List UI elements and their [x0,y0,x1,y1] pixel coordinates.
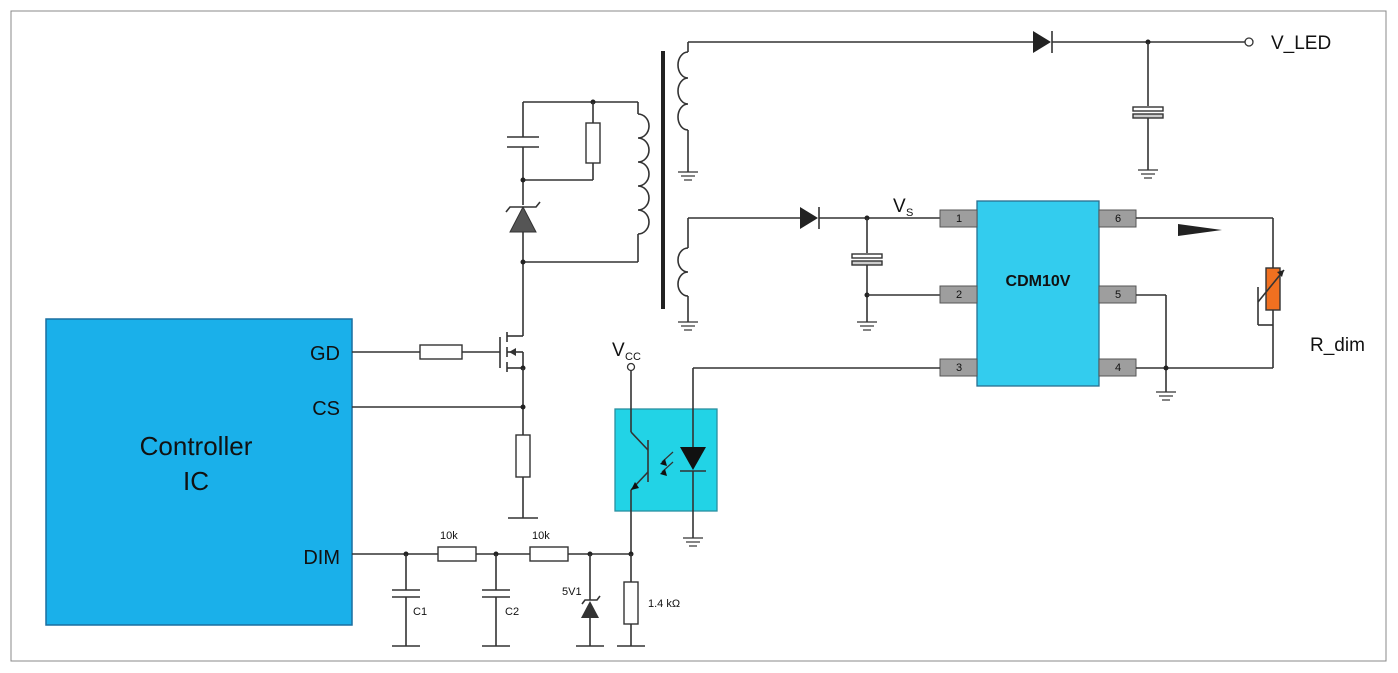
vcc-subscript: CC [625,351,641,363]
controller-title-line1: Controller [140,431,253,461]
zener-label: 5V1 [562,586,582,598]
r-dim-label: R_dim [1310,335,1365,356]
resistor-1k4 [623,581,639,625]
controller-ic: Controller IC GD CS DIM [45,318,353,626]
aux-diode [800,207,818,229]
snubber-resistor [585,122,601,164]
pin-gd-label: GD [310,343,340,365]
dim-filter: 10k 10k C1 C2 5V1 1.4 kΩ [352,530,680,647]
controller-title-line2: IC [183,466,209,496]
cdm-pin-6-number: 6 [1115,213,1121,225]
frame-border [10,10,1387,662]
resistor-10k-a-label: 10k [440,530,458,542]
vs-label: V [893,196,906,217]
vcc-terminal [626,362,636,372]
vs-subscript: S [906,207,913,219]
tvs-diode [509,205,537,233]
pin-dim-label: DIM [303,547,340,569]
vcc-label: V [612,340,625,361]
aux-supply: V S [677,196,940,331]
cdm10v-title: CDM10V [1006,273,1071,290]
cdm-pin-1-number: 1 [956,213,962,225]
resistor-1k4-label: 1.4 kΩ [648,598,680,610]
optocoupler-box [614,408,718,512]
aux-winding [677,247,689,297]
gate-resistor [419,344,463,360]
resistor-10k-b [529,546,569,562]
sense-resistor [515,434,531,478]
cdm-pin-3-number: 3 [956,362,962,374]
opto-led [680,447,706,470]
cdm-pin-1 [939,209,978,228]
vled-label: V_LED [1271,33,1331,54]
optocoupler: V CC [612,340,940,554]
transformer-core [661,51,665,309]
rdim-network: R_dim [1136,217,1365,401]
cdm10v-box [976,200,1100,387]
primary-winding [637,113,650,235]
cdm-pin-5-number: 5 [1115,289,1121,301]
snubber-primary [505,99,650,265]
output-diode [1033,31,1051,53]
cdm-pin-4-number: 4 [1115,362,1121,374]
resistor-10k-b-label: 10k [532,530,550,542]
cdm-pin-2-number: 2 [956,289,962,301]
cdm10v-ic: CDM10V 1 2 3 6 5 4 [939,200,1137,387]
secondary-winding [677,51,689,131]
zener-diode [581,601,599,618]
controller-ic-box [45,318,353,626]
secondary-output: V_LED [677,31,1331,181]
current-arrow [1178,224,1222,236]
c2-label: C2 [505,606,519,618]
vled-terminal [1244,37,1254,47]
mosfet-stage [352,262,538,519]
cdm-pin-2 [939,285,978,304]
c1-label: C1 [413,606,427,618]
resistor-10k-a [437,546,477,562]
mosfet-arrow [509,348,516,356]
pin-cs-label: CS [312,398,340,420]
